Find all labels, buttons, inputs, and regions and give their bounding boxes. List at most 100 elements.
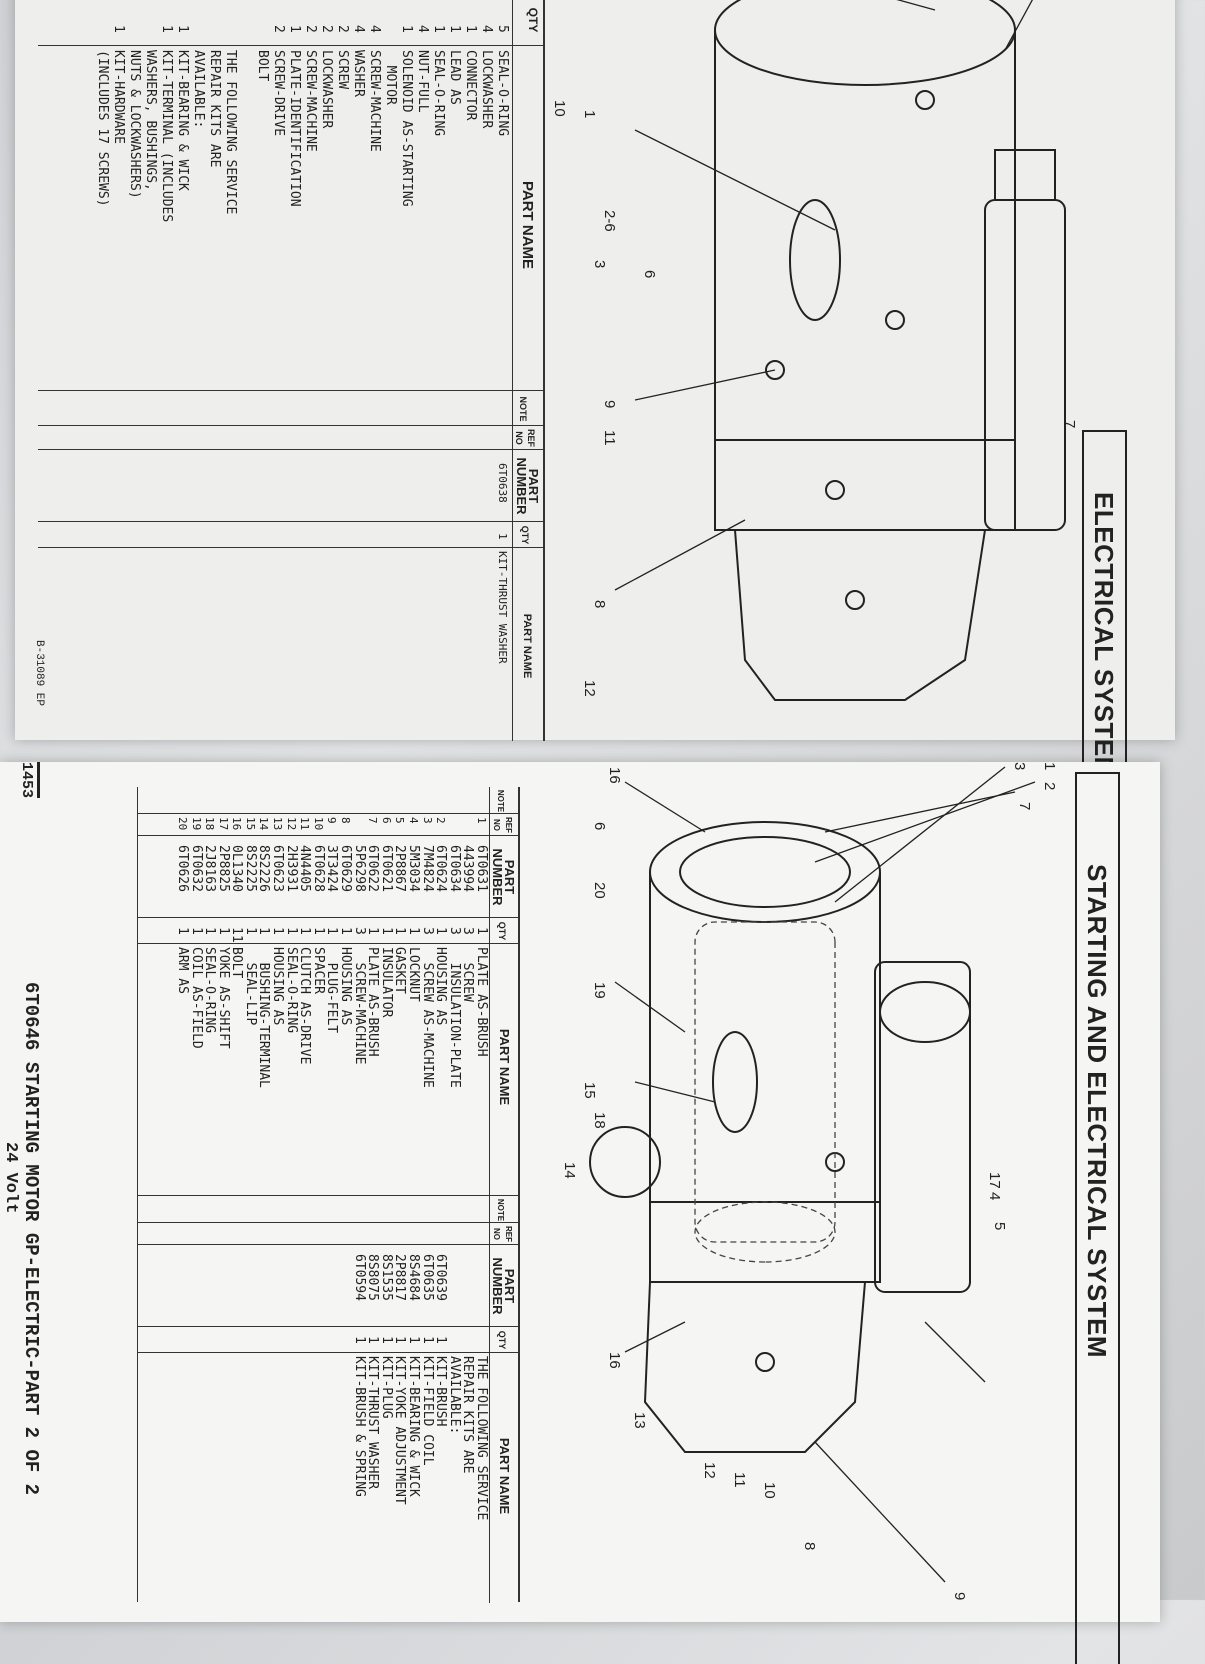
- part-name-cell: AVAILABLE:: [446, 1356, 462, 1435]
- qty-cell: 2: [335, 25, 350, 33]
- header-note: NOTE: [496, 789, 505, 813]
- part-name-cell: KIT-TERMINAL (INCLUDES: [159, 50, 174, 223]
- qty-cell: 1: [256, 927, 272, 935]
- part-number-cell: 2H3931: [283, 845, 299, 892]
- header-note: NOTE: [518, 396, 528, 422]
- qty-cell: 3: [351, 927, 367, 935]
- part-name-cell: SCREW-DRIVE: [271, 50, 286, 137]
- part-name-cell: (INCLUDES 17 SCREWS): [95, 50, 110, 207]
- part-name-cell: SCREW: [460, 947, 476, 1002]
- callout-label: 1: [1041, 762, 1058, 770]
- part-number-cell: 6T0628: [310, 845, 326, 892]
- header-part-name: PART NAME: [519, 180, 536, 270]
- part-number-cell: 8S1535: [378, 1254, 394, 1301]
- part-number-cell: 6T0629: [338, 845, 354, 892]
- part-number-cell: 6T0634: [446, 845, 462, 892]
- callout-label: 9: [951, 1592, 968, 1600]
- divider: [38, 449, 543, 450]
- callout-label: 7: [1016, 802, 1033, 810]
- divider: [489, 1196, 490, 1603]
- qty-cell: 3: [419, 927, 435, 935]
- table-row: WASHERS, BUSHINGS,: [141, 0, 158, 390]
- page-subcaption: 24 Volt: [1, 1142, 20, 1214]
- header-qty: QTY: [497, 921, 507, 941]
- qty-cell: 1: [338, 927, 354, 935]
- qty-cell: 1: [283, 927, 299, 935]
- callout-label: 14: [561, 1162, 578, 1179]
- part-number-cell: 6T0624: [433, 845, 449, 892]
- divider: [38, 547, 543, 548]
- ref-no-cell: 16: [230, 817, 244, 831]
- qty-cell: 1: [392, 1336, 408, 1344]
- qty-cell: 1: [378, 1336, 394, 1344]
- qty-cell: 1: [202, 927, 218, 935]
- part-number-cell: 4N4405: [297, 845, 313, 892]
- header-part-name: PART NAME: [497, 1028, 512, 1106]
- qty-cell: 1: [378, 927, 394, 935]
- ref-no-cell: 19: [189, 817, 203, 831]
- part-number-cell: 6T0594: [351, 1254, 367, 1301]
- divider: [489, 787, 490, 1195]
- qty-cell: 2: [303, 25, 318, 33]
- ref-no-cell: 5: [393, 817, 407, 824]
- part-name-cell: KIT-PLUG: [378, 1356, 394, 1419]
- ref-no-cell: 12: [284, 817, 298, 831]
- part-name-cell: SEAL-O-RING: [431, 50, 446, 137]
- part-name-cell: ARM AS: [174, 947, 190, 994]
- qty-cell: 1: [159, 25, 174, 33]
- qty-cell: 2: [319, 25, 334, 33]
- callout-label: 1: [581, 110, 598, 118]
- qty-cell: 1: [399, 25, 414, 33]
- divider: [38, 521, 543, 522]
- part-number-cell: 2P8817: [392, 1254, 408, 1301]
- part-name-cell: CONNECTOR: [463, 50, 478, 121]
- ref-no-cell: 9: [325, 817, 339, 824]
- part-name-cell: HOUSING AS: [270, 947, 286, 1026]
- part-name-cell: LOCKWASHER: [479, 50, 494, 129]
- part-number-cell: 5P6298: [351, 845, 367, 892]
- header-part-number: PART NUMBER: [490, 1257, 517, 1315]
- qty-cell: 1: [463, 25, 478, 33]
- part-name-cell: KIT-BEARING & WICK: [175, 50, 190, 191]
- table-row: BOLT: [253, 0, 270, 390]
- part-name-cell: SEAL-LIP: [242, 947, 258, 1026]
- ref-no-cell: 8: [339, 817, 353, 824]
- part-number-cell: 2P8867: [392, 845, 408, 892]
- part-name-cell: BUSHING-TERMINAL: [256, 947, 272, 1088]
- part-number-cell: 6T0631: [474, 845, 489, 892]
- starter-motor-diagram-upper: 2-6 5 2-6 3 6 1 10 7 9 11 8 12: [551, 0, 1075, 701]
- table-row: AVAILABLE:: [446, 1196, 462, 1603]
- callout-label: 13: [631, 1412, 648, 1429]
- qty-cell: 1: [111, 25, 126, 33]
- part-name-cell: BOLT: [255, 50, 270, 82]
- callout-label: 9: [601, 400, 618, 408]
- qty-cell: 4: [479, 25, 494, 33]
- header-part-number: PART NUMBER: [514, 457, 541, 515]
- upper-manual-page: ELECTRICAL SYSTEM 2-6 5 2-6 3 6: [15, 0, 1175, 812]
- part-number-cell: 6T0626: [174, 845, 190, 892]
- part-name-cell: PLUG-FELT: [324, 947, 340, 1034]
- qty-cell: 1: [431, 25, 446, 33]
- qty-cell: 4: [367, 25, 382, 33]
- table-row: MOTOR: [381, 0, 398, 390]
